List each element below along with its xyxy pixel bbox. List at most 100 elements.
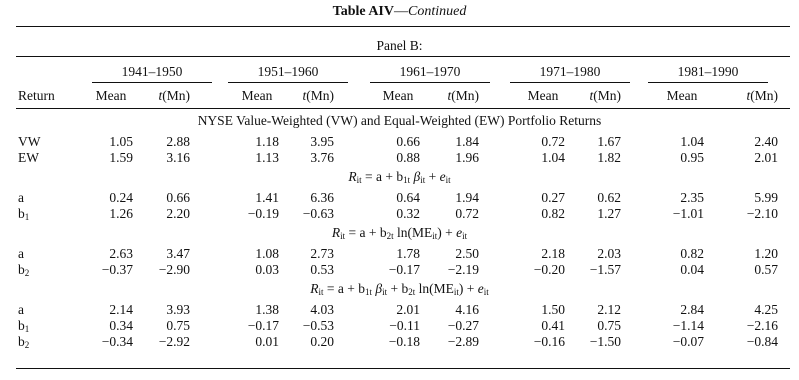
panel-rule xyxy=(16,56,790,57)
section-heading-3: Rit = a + b1t βit + b2t ln(MEit) + eit xyxy=(310,281,489,297)
period-underline-2 xyxy=(370,82,490,83)
cell-mean: 1.50 xyxy=(541,302,565,317)
cell-tmn: 1.82 xyxy=(597,150,621,165)
row-label: a xyxy=(18,302,24,317)
cell-tmn: 1.84 xyxy=(455,134,479,149)
cell-tmn: −0.63 xyxy=(302,206,334,221)
cell-tmn: 1.67 xyxy=(597,134,621,149)
period-header-3: 1971–1980 xyxy=(539,64,601,79)
cell-mean: −0.34 xyxy=(101,334,133,349)
bottom-rule xyxy=(16,368,790,369)
cell-tmn: −2.92 xyxy=(158,334,190,349)
cell-tmn: 1.96 xyxy=(455,150,479,165)
section-heading-2: Rit = a + b2t ln(MEit) + eit xyxy=(331,225,468,241)
cell-tmn: 0.66 xyxy=(166,190,190,205)
cell-mean: 1.04 xyxy=(541,150,565,165)
period-underline-4 xyxy=(648,82,768,83)
mean-header-1: Mean xyxy=(241,88,273,103)
row-label: b2 xyxy=(18,262,30,278)
top-rule xyxy=(16,26,790,27)
row-label: b2 xyxy=(18,334,30,350)
cell-mean: −1.14 xyxy=(672,318,704,333)
cell-tmn: −2.19 xyxy=(447,262,479,277)
panel-label: Panel B: xyxy=(376,38,423,53)
cell-tmn: 2.03 xyxy=(597,246,621,261)
row-label: b1 xyxy=(18,318,30,334)
cell-tmn: 0.20 xyxy=(310,334,334,349)
tmn-header-1: t(Mn) xyxy=(302,88,334,103)
cell-mean: 0.95 xyxy=(680,150,704,165)
mean-header-4: Mean xyxy=(666,88,698,103)
cell-mean: 0.03 xyxy=(255,262,279,277)
period-underline-1 xyxy=(228,82,348,83)
cell-mean: 0.04 xyxy=(680,262,704,277)
cell-mean: 2.01 xyxy=(396,302,420,317)
cell-mean: 1.13 xyxy=(255,150,279,165)
cell-tmn: 4.25 xyxy=(754,302,778,317)
row-label: a xyxy=(18,190,24,205)
cell-tmn: 1.20 xyxy=(754,246,778,261)
table-title-main: Table AIV xyxy=(332,4,394,19)
cell-mean: 0.72 xyxy=(541,134,565,149)
period-header-0: 1941–1950 xyxy=(121,64,183,79)
cell-mean: −0.16 xyxy=(533,334,565,349)
cell-mean: 0.66 xyxy=(396,134,420,149)
cell-mean: 0.88 xyxy=(396,150,420,165)
cell-tmn: 1.27 xyxy=(597,206,621,221)
cell-tmn: 1.94 xyxy=(455,190,479,205)
cell-mean: 0.32 xyxy=(396,206,420,221)
cell-tmn: 3.16 xyxy=(166,150,190,165)
period-underline-3 xyxy=(510,82,630,83)
cell-tmn: 0.57 xyxy=(754,262,778,277)
cell-tmn: 3.93 xyxy=(166,302,190,317)
cell-tmn: 0.75 xyxy=(597,318,621,333)
title-dash: — xyxy=(394,4,408,19)
cell-tmn: −2.89 xyxy=(447,334,479,349)
cell-mean: 1.18 xyxy=(255,134,279,149)
cell-tmn: 3.95 xyxy=(310,134,334,149)
cell-tmn: 0.72 xyxy=(455,206,479,221)
cell-tmn: 2.50 xyxy=(455,246,479,261)
cell-mean: 0.82 xyxy=(541,206,565,221)
cell-tmn: 2.40 xyxy=(754,134,778,149)
tmn-header-0: t(Mn) xyxy=(158,88,190,103)
cell-tmn: 5.99 xyxy=(754,190,778,205)
cell-mean: −0.17 xyxy=(247,318,279,333)
period-header-2: 1961–1970 xyxy=(399,64,461,79)
row-label: b1 xyxy=(18,206,30,222)
cell-mean: 1.26 xyxy=(109,206,133,221)
section-heading-0: NYSE Value-Weighted (VW) and Equal-Weigh… xyxy=(197,113,602,128)
cell-mean: 0.41 xyxy=(541,318,565,333)
cell-mean: 0.82 xyxy=(680,246,704,261)
cell-tmn: 6.36 xyxy=(310,190,334,205)
cell-mean: −0.19 xyxy=(247,206,279,221)
cell-tmn: 2.12 xyxy=(597,302,621,317)
cell-tmn: 4.03 xyxy=(310,302,334,317)
mean-header-0: Mean xyxy=(95,88,127,103)
cell-tmn: −0.53 xyxy=(302,318,334,333)
cell-mean: 1.41 xyxy=(255,190,279,205)
cell-tmn: 0.75 xyxy=(166,318,190,333)
row-label: a xyxy=(18,246,24,261)
cell-tmn: −1.50 xyxy=(589,334,621,349)
cell-tmn: −1.57 xyxy=(589,262,621,277)
cell-mean: 1.38 xyxy=(255,302,279,317)
cell-mean: −1.01 xyxy=(672,206,704,221)
cell-mean: 0.64 xyxy=(396,190,420,205)
table-title: Table AIV—Continued xyxy=(0,4,799,20)
cell-mean: −0.20 xyxy=(533,262,565,277)
cell-mean: 1.59 xyxy=(109,150,133,165)
cell-mean: 2.18 xyxy=(541,246,565,261)
period-header-4: 1981–1990 xyxy=(677,64,739,79)
cell-tmn: −0.27 xyxy=(447,318,479,333)
cell-tmn: 0.62 xyxy=(597,190,621,205)
cell-tmn: 2.01 xyxy=(754,150,778,165)
period-underline-0 xyxy=(92,82,212,83)
cell-mean: 2.35 xyxy=(680,190,704,205)
cell-tmn: −2.16 xyxy=(746,318,778,333)
